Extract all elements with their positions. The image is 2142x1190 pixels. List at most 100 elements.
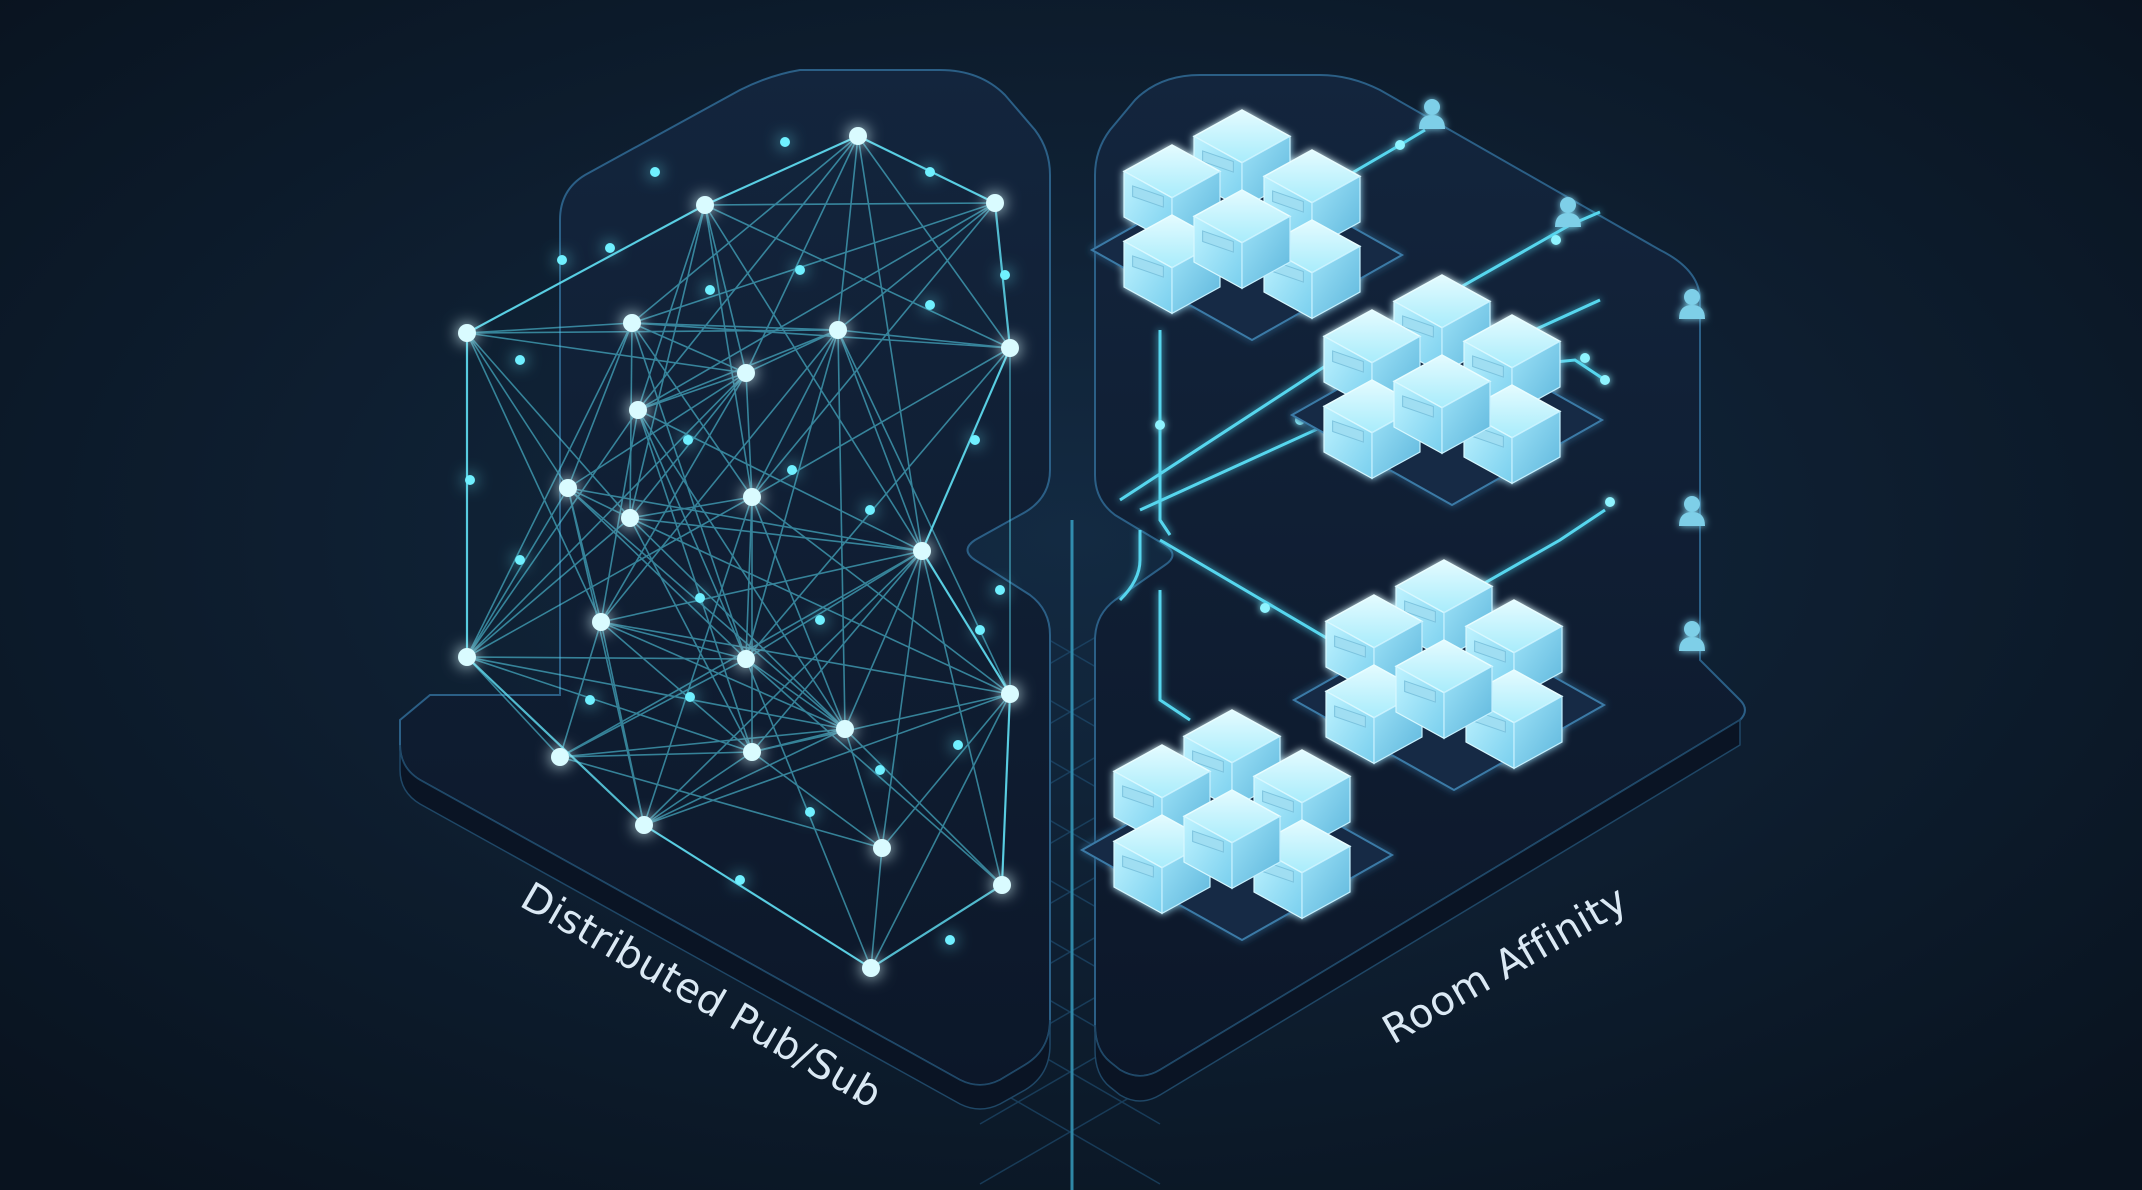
mesh-node-small — [735, 875, 745, 885]
cube-slot — [1472, 355, 1504, 378]
mesh-node-small — [465, 475, 475, 485]
mesh-link — [751, 693, 1011, 753]
cube-right — [1311, 245, 1361, 320]
mesh-link — [466, 496, 753, 658]
mesh-node-small — [815, 615, 825, 625]
mesh-link — [704, 202, 996, 206]
user-body — [1555, 213, 1581, 227]
mesh-node-small — [683, 435, 693, 445]
mesh-link — [881, 550, 923, 849]
connection-node — [1580, 353, 1590, 363]
server-cube — [1112, 814, 1212, 915]
mesh-link — [466, 332, 602, 623]
mesh-node — [592, 613, 610, 631]
mesh-link — [466, 656, 753, 753]
mesh-link — [844, 728, 1003, 886]
mesh-node-small — [975, 625, 985, 635]
mesh-link — [466, 656, 561, 758]
mesh-node — [849, 127, 867, 145]
cube-slot — [1122, 785, 1154, 808]
mesh-link — [745, 496, 753, 660]
server-cluster-1 — [1089, 109, 1405, 342]
mesh-link — [567, 487, 846, 730]
mesh-node — [986, 194, 1004, 212]
mesh-node — [629, 401, 647, 419]
mesh-node-small — [780, 137, 790, 147]
connection-node — [1605, 497, 1615, 507]
mesh-link — [745, 329, 839, 660]
cube-slot — [1402, 315, 1434, 338]
mesh-link — [631, 322, 747, 374]
mesh-node — [623, 314, 641, 332]
mesh-node — [1001, 339, 1019, 357]
mesh-link — [837, 329, 923, 552]
user-head — [1684, 496, 1700, 512]
cube-right — [1513, 695, 1563, 770]
user-icon — [1679, 496, 1705, 526]
mesh-link — [751, 550, 923, 753]
server-clusters — [1079, 109, 1607, 942]
cube-slot — [1122, 855, 1154, 878]
mesh-node-small — [695, 593, 705, 603]
connection-node — [1395, 140, 1405, 150]
mesh-link — [844, 728, 883, 849]
mesh-outline-link — [466, 204, 706, 334]
mesh-link — [704, 204, 753, 498]
user-body — [1679, 512, 1705, 526]
mesh-link — [837, 135, 859, 331]
mesh-node-small — [865, 505, 875, 515]
mesh-link — [567, 487, 631, 519]
mesh-node-small — [515, 555, 525, 565]
mesh-node — [993, 876, 1011, 894]
mesh-link — [751, 202, 996, 498]
mesh-node — [829, 321, 847, 339]
mesh-link — [643, 550, 923, 826]
cube-slot — [1334, 705, 1366, 728]
mesh-node-small — [650, 167, 660, 177]
mesh-link — [637, 372, 747, 411]
mesh-link — [559, 658, 747, 758]
connection-line — [1158, 330, 1172, 536]
mesh-link — [600, 372, 747, 623]
cube-right — [1443, 665, 1493, 740]
mesh-link — [559, 621, 602, 758]
mesh-link — [466, 332, 631, 519]
mesh-node — [458, 648, 476, 666]
mesh-link — [844, 550, 923, 730]
cube-slot — [1202, 150, 1234, 173]
mesh-link — [466, 487, 569, 658]
mesh-link — [559, 751, 753, 758]
mesh-link — [631, 322, 747, 660]
server-cluster-2 — [1289, 274, 1605, 507]
mesh-link — [629, 517, 1011, 695]
mesh-link — [704, 204, 747, 374]
mesh-node — [737, 650, 755, 668]
mesh-link — [466, 322, 633, 334]
mesh-link — [629, 517, 846, 730]
mesh-outline-link — [921, 550, 1011, 695]
mesh-link — [857, 135, 923, 552]
users — [1419, 99, 1705, 651]
server-cube — [1392, 354, 1492, 455]
mesh-node-small — [605, 243, 615, 253]
mesh-node — [551, 748, 569, 766]
connection-node — [1260, 603, 1270, 613]
mesh-node — [743, 743, 761, 761]
mesh-link — [751, 496, 846, 730]
cube-slot — [1332, 420, 1364, 443]
mesh-link — [466, 409, 639, 658]
mesh-link — [466, 322, 633, 658]
mesh-link — [466, 656, 747, 660]
server-cluster-4 — [1079, 709, 1395, 942]
mesh-link — [466, 372, 747, 658]
mesh-link — [837, 202, 996, 331]
mesh-outline-link — [466, 656, 645, 826]
mesh-link — [600, 621, 747, 660]
user-head — [1424, 99, 1440, 115]
mesh-link — [559, 756, 883, 849]
mesh-node — [696, 196, 714, 214]
cube-slot — [1192, 830, 1224, 853]
mesh-link — [600, 409, 639, 623]
mesh-link — [870, 847, 883, 969]
mesh-link — [837, 329, 1011, 349]
